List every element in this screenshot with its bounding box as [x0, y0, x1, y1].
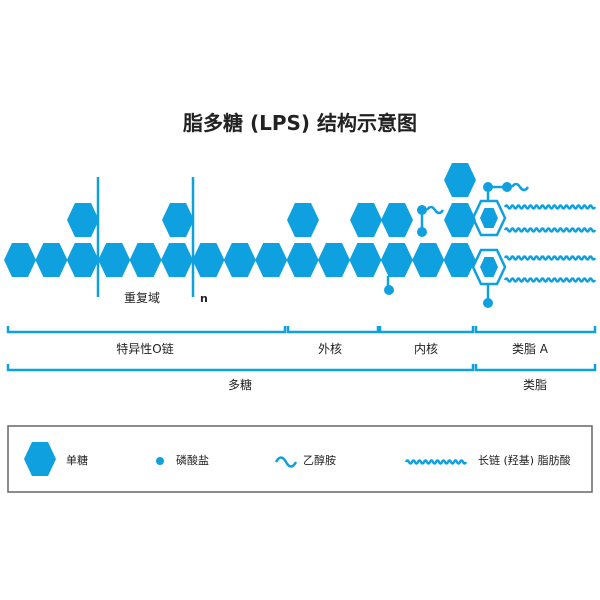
wave-icon: [274, 456, 298, 468]
monosaccharide-hexagon: [444, 203, 476, 237]
monosaccharide-hexagon: [129, 243, 162, 277]
monosaccharide-hexagon: [318, 243, 350, 277]
lipid-a-structure: [471, 199, 597, 286]
monosaccharide-hexagon: [380, 243, 413, 277]
monosaccharide-hexagon: [443, 243, 476, 277]
monosaccharide-hexagon: [412, 243, 445, 277]
fatty-acid-chain: [503, 277, 597, 283]
monosaccharide-hexagon: [350, 203, 382, 237]
bracket: [378, 326, 475, 334]
phosphate-groups: [384, 182, 530, 308]
bracket: [6, 364, 475, 372]
monosaccharide-hexagon: [98, 243, 131, 277]
monosaccharide-hexagon: [381, 203, 413, 237]
fatty-acid-chain: [503, 255, 597, 261]
lipid-a-label: 类脂 A: [512, 341, 549, 356]
polysaccharide-label: 多糖: [228, 377, 252, 392]
monosaccharide-hexagon: [35, 243, 68, 277]
monosaccharide-hexagon: [161, 243, 193, 277]
monosaccharide-chain: [4, 163, 476, 277]
long-wave-icon: [404, 459, 468, 465]
diagram-title: 脂多糖 (LPS) 结构示意图: [183, 111, 417, 135]
inner-core-label: 内核: [414, 342, 438, 356]
brackets: [6, 326, 597, 372]
legend-label-phosphate: 磷酸盐: [176, 453, 209, 467]
bracket: [286, 326, 380, 334]
monosaccharide-hexagon: [287, 203, 319, 237]
repeat-n-label: n: [200, 292, 208, 305]
monosaccharide-hexagon: [223, 243, 256, 277]
legend-label-ethanolamine: 乙醇胺: [303, 453, 336, 467]
monosaccharide-hexagon: [255, 243, 288, 277]
legend-label-fatty-acid: 长链 (羟基) 脂肪酸: [478, 453, 571, 467]
monosaccharide-hexagon: [286, 243, 319, 277]
bracket: [474, 364, 597, 372]
repeat-domain-markers: [96, 177, 195, 297]
monosaccharide-hexagon: [162, 203, 194, 237]
monosaccharide-hexagon: [66, 243, 99, 277]
repeat-domain-label: 重复域: [124, 291, 160, 305]
monosaccharide-hexagon: [4, 243, 36, 277]
monosaccharide-hexagon: [444, 163, 476, 197]
fatty-acid-chain: [503, 204, 597, 210]
dot-icon: [156, 457, 164, 465]
bracket: [6, 326, 287, 334]
legend: 单糖 磷酸盐 乙醇胺 长链 (羟基) 脂肪酸: [7, 425, 593, 493]
monosaccharide-hexagon: [67, 203, 99, 237]
monosaccharide-hexagon: [192, 243, 225, 277]
lipid-label: 类脂: [523, 377, 547, 392]
fatty-acid-chain: [503, 227, 597, 233]
legend-label-monosaccharide: 单糖: [66, 453, 88, 467]
bracket: [474, 326, 597, 334]
outer-core-label: 外核: [318, 342, 342, 356]
o-chain-label: 特异性O链: [116, 341, 173, 356]
monosaccharide-hexagon: [349, 243, 382, 277]
